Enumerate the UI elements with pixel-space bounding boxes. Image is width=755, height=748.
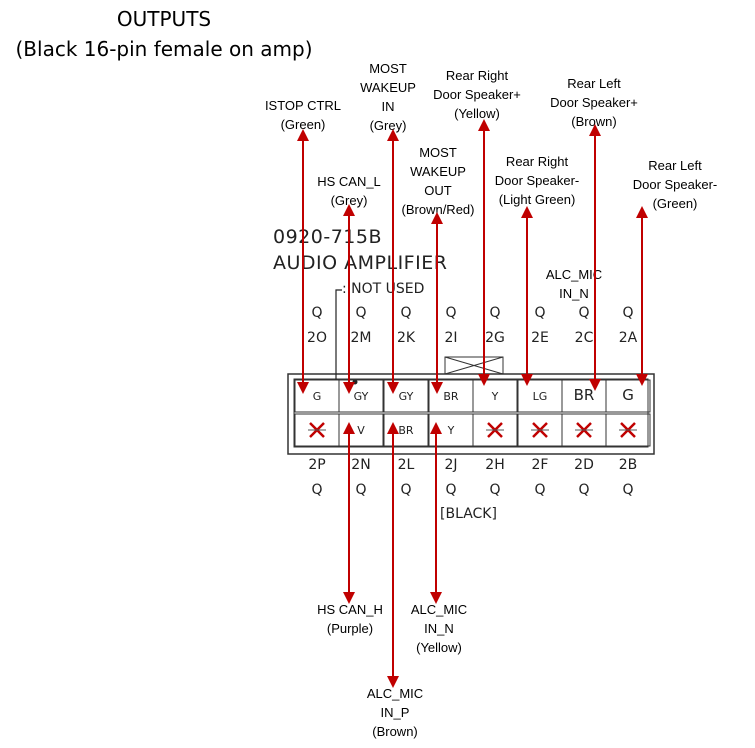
wire-color-top: LG <box>533 390 548 403</box>
wire-color-top: GY <box>354 390 369 403</box>
pin-id-bottom: 2N <box>351 457 371 473</box>
wire-color-top: G <box>313 390 322 403</box>
q-marker-top: Q <box>311 305 323 321</box>
pin-cell-top <box>338 379 384 413</box>
pin-cell-top <box>383 379 429 413</box>
pin-cell-bottom <box>472 413 518 447</box>
title-line-1: OUTPUTS <box>116 7 212 31</box>
label-hs-can-h: HS CAN_H(Purple) <box>317 602 383 636</box>
not-used-x-mark <box>619 422 637 438</box>
wire-color-top: GY <box>399 390 414 403</box>
pin-cell-bottom <box>338 413 384 447</box>
wire-color-top: BR <box>574 386 595 404</box>
part-name: AUDIO AMPLIFIER <box>273 252 448 274</box>
q-marker-top: Q <box>445 305 457 321</box>
wire-color-top: Y <box>491 390 499 403</box>
not-used-x-mark <box>575 422 593 438</box>
q-marker-bottom: Q <box>355 482 367 498</box>
title-line-2: (Black 16-pin female on amp) <box>15 37 313 61</box>
wire-color-bottom: Y <box>447 424 455 437</box>
q-marker-top: Q <box>355 305 367 321</box>
label-istop-ctrl: ISTOP CTRL(Green) <box>264 98 342 132</box>
pin-id-top: 2G <box>485 330 505 346</box>
q-marker-bottom: Q <box>445 482 457 498</box>
pin-id-bottom: 2F <box>531 457 549 473</box>
pin-id-top: 2I <box>444 330 458 346</box>
pin-id-top: 2C <box>574 330 594 346</box>
q-marker-top: Q <box>534 305 546 321</box>
pin-id-top: 2K <box>396 330 416 346</box>
q-marker-bottom: Q <box>578 482 590 498</box>
q-marker-bottom: Q <box>534 482 546 498</box>
wire-color-top: G <box>622 386 634 404</box>
pin-id-bottom: 2J <box>444 457 458 473</box>
pin-cell-top <box>605 379 651 413</box>
not-used-x-mark <box>531 422 549 438</box>
q-marker-top: Q <box>400 305 412 321</box>
pin-id-top: 2O <box>307 330 327 346</box>
q-marker-bottom: Q <box>489 482 501 498</box>
pin-cell-top <box>472 379 518 413</box>
pin-id-top: 2E <box>531 330 549 346</box>
pin-id-top: 2A <box>618 330 638 346</box>
pin-id-bottom: 2H <box>485 457 505 473</box>
not-used-x-mark <box>308 422 326 438</box>
not-used-note: : NOT USED <box>342 281 425 297</box>
q-marker-bottom: Q <box>311 482 323 498</box>
pin-id-bottom: 2B <box>618 457 638 473</box>
q-marker-bottom: Q <box>622 482 634 498</box>
label-hs-can-l: HS CAN_L(Grey) <box>317 174 381 208</box>
q-marker-top: Q <box>578 305 590 321</box>
wire-color-bottom: V <box>357 424 365 437</box>
wire-color-bottom: BR <box>398 424 414 437</box>
wire-color-top: BR <box>443 390 459 403</box>
pin-id-bottom: 2P <box>308 457 326 473</box>
q-marker-bottom: Q <box>400 482 412 498</box>
pin-id-bottom: 2D <box>574 457 594 473</box>
not-used-x-mark <box>486 422 504 438</box>
pin-cell-bottom <box>383 413 429 447</box>
connector-inner-frame <box>293 378 649 448</box>
pin-id-top: 2M <box>350 330 372 346</box>
q-marker-top: Q <box>622 305 634 321</box>
pin-id-bottom: 2L <box>397 457 415 473</box>
connector-key <box>444 356 504 375</box>
q-marker-top: Q <box>489 305 501 321</box>
black-note: [BLACK] <box>440 506 497 522</box>
pin-cell-bottom <box>605 413 651 447</box>
